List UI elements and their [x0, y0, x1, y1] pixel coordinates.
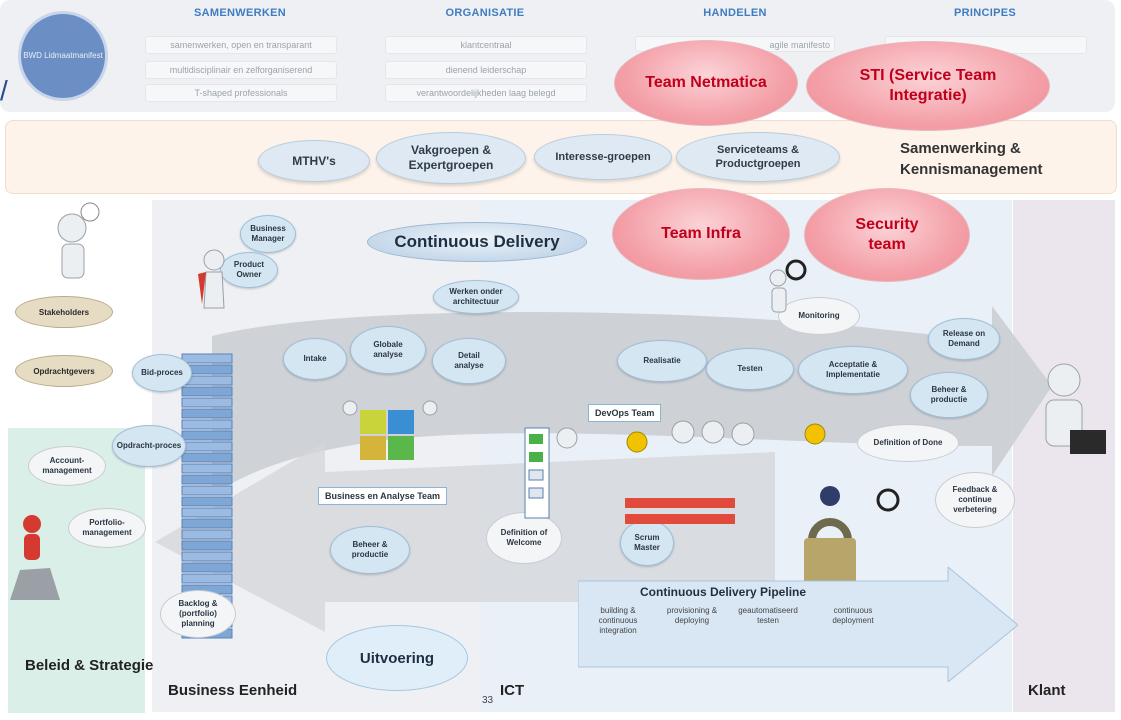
customer-laptop-icon [1045, 363, 1106, 454]
page-number: 33 [482, 695, 494, 706]
stack-block [181, 540, 233, 551]
business-manager-node: Business Manager [240, 215, 296, 253]
stack-block [181, 441, 233, 452]
column-item: T-shaped professionals [145, 84, 337, 102]
monitoring-node: Monitoring [778, 297, 860, 335]
pipeline-step: continuous deployment [832, 606, 874, 625]
column-title-organisatie: ORGANISATIE [445, 7, 525, 19]
label-klant: Klant [1028, 682, 1066, 699]
pipeline-arrow [578, 567, 1018, 682]
stack-block [181, 463, 233, 474]
release-on-demand-node: Release on Demand [928, 318, 1000, 360]
sti-oval: STI (Service Team Integratie) [806, 41, 1050, 131]
column-item: dienend leiderschap [385, 61, 587, 79]
column-title-samenwerken: SAMENWERKEN [194, 7, 286, 19]
portfolio-management-node: Portfolio-management [68, 508, 146, 548]
column-item: multidisciplinair en zelforganiserend [145, 61, 337, 79]
label-business: Business Eenheid [168, 682, 298, 699]
puzzle-team-icon [342, 400, 438, 460]
bid-proces-node: Bid-proces [132, 354, 192, 392]
pipeline-step: building & continuous integration [598, 606, 638, 635]
feedback-node: Feedback & continue verbetering [935, 472, 1015, 528]
group-vakgroepen: Vakgroepen & Expertgroepen [376, 132, 526, 184]
security-lock-icon [804, 486, 900, 584]
stack-block [181, 562, 233, 573]
stack-block [181, 551, 233, 562]
opdrachtgevers-node: Opdrachtgevers [15, 355, 113, 387]
superhero-person-icon [198, 249, 225, 309]
product-owner-node: Product Owner [220, 252, 278, 288]
realisatie-node: Realisatie [617, 340, 707, 382]
pipeline-title: Continuous Delivery Pipeline [640, 585, 807, 599]
devops-team-label: DevOps Team [588, 404, 662, 422]
stack-block [181, 573, 233, 584]
stack-block [181, 408, 233, 419]
pipeline-step: provisioning & deploying [666, 606, 718, 625]
business-analyse-team-label: Business en Analyse Team [318, 487, 448, 505]
werken-onder-architectuur-node: Werken onder architectuur [433, 280, 519, 314]
pipeline-step: geautomatiseerd testen [738, 606, 798, 625]
edge-slash-mark: / [0, 75, 8, 106]
group-mthv: MTHV's [258, 140, 370, 182]
stack-block [181, 518, 233, 529]
group-serviceteams: Serviceteams & Productgroepen [676, 132, 840, 182]
beheer-productie-ict-node: Beheer & productie [910, 372, 988, 418]
magnifier-person-icon [769, 259, 807, 313]
stack-block [181, 430, 233, 441]
team-infra-oval: Team Infra [612, 188, 790, 280]
account-management-node: Account-management [28, 446, 106, 486]
stack-block [181, 485, 233, 496]
detail-analyse-node: Detail analyse [432, 338, 506, 384]
beheer-productie-business-node: Beheer & productie [330, 526, 410, 574]
stack-block [181, 397, 233, 408]
acceptatie-node: Acceptatie & Implementatie [798, 346, 908, 394]
stack-block [181, 452, 233, 463]
column-item: samenwerken, open en transparant [145, 36, 337, 54]
definition-of-welcome-node: Definition of Welcome [486, 512, 562, 564]
stack-block [181, 529, 233, 540]
definition-of-done-node: Definition of Done [857, 424, 959, 462]
climbing-person-icon [10, 515, 60, 600]
manifest-circle: BWD Lidmaatmanifest [18, 11, 108, 101]
column-title-handelen: HANDELEN [703, 7, 767, 19]
security-team-oval: Security team [804, 188, 970, 282]
column-item: klantcentraal [385, 36, 587, 54]
column-title-principes: PRINCIPES [954, 7, 1016, 19]
stack-block [181, 507, 233, 518]
stack-block [181, 419, 233, 430]
stack-block [181, 386, 233, 397]
stack-block [181, 496, 233, 507]
cooperation-title: Samenwerking & Kennismanagement [900, 140, 1043, 178]
intake-node: Intake [283, 338, 347, 380]
devops-team-figures [524, 420, 826, 524]
testen-node: Testen [706, 348, 794, 390]
continuous-delivery-title: Continuous Delivery [367, 222, 587, 262]
klant-panel [1013, 200, 1115, 712]
backlog-planning-node: Backlog & (portfolio) planning [160, 590, 236, 638]
group-interessegroepen: Interesse-groepen [534, 134, 672, 180]
globale-analyse-node: Globale analyse [350, 326, 426, 374]
team-netmatica-oval: Team Netmatica [614, 40, 798, 126]
opdracht-proces-node: Opdracht-proces [112, 425, 186, 467]
stakeholders-node: Stakeholders [15, 296, 113, 328]
column-item: verantwoordelijkheden laag belegd [385, 84, 587, 102]
uitvoering-node: Uitvoering [326, 625, 468, 691]
thinking-person-icon [57, 202, 100, 279]
label-ict: ICT [500, 682, 525, 699]
label-beleid: Beleid & Strategie [25, 657, 154, 674]
stack-block [181, 353, 233, 364]
stack-block [181, 474, 233, 485]
scrum-master-node: Scrum Master [620, 520, 674, 566]
